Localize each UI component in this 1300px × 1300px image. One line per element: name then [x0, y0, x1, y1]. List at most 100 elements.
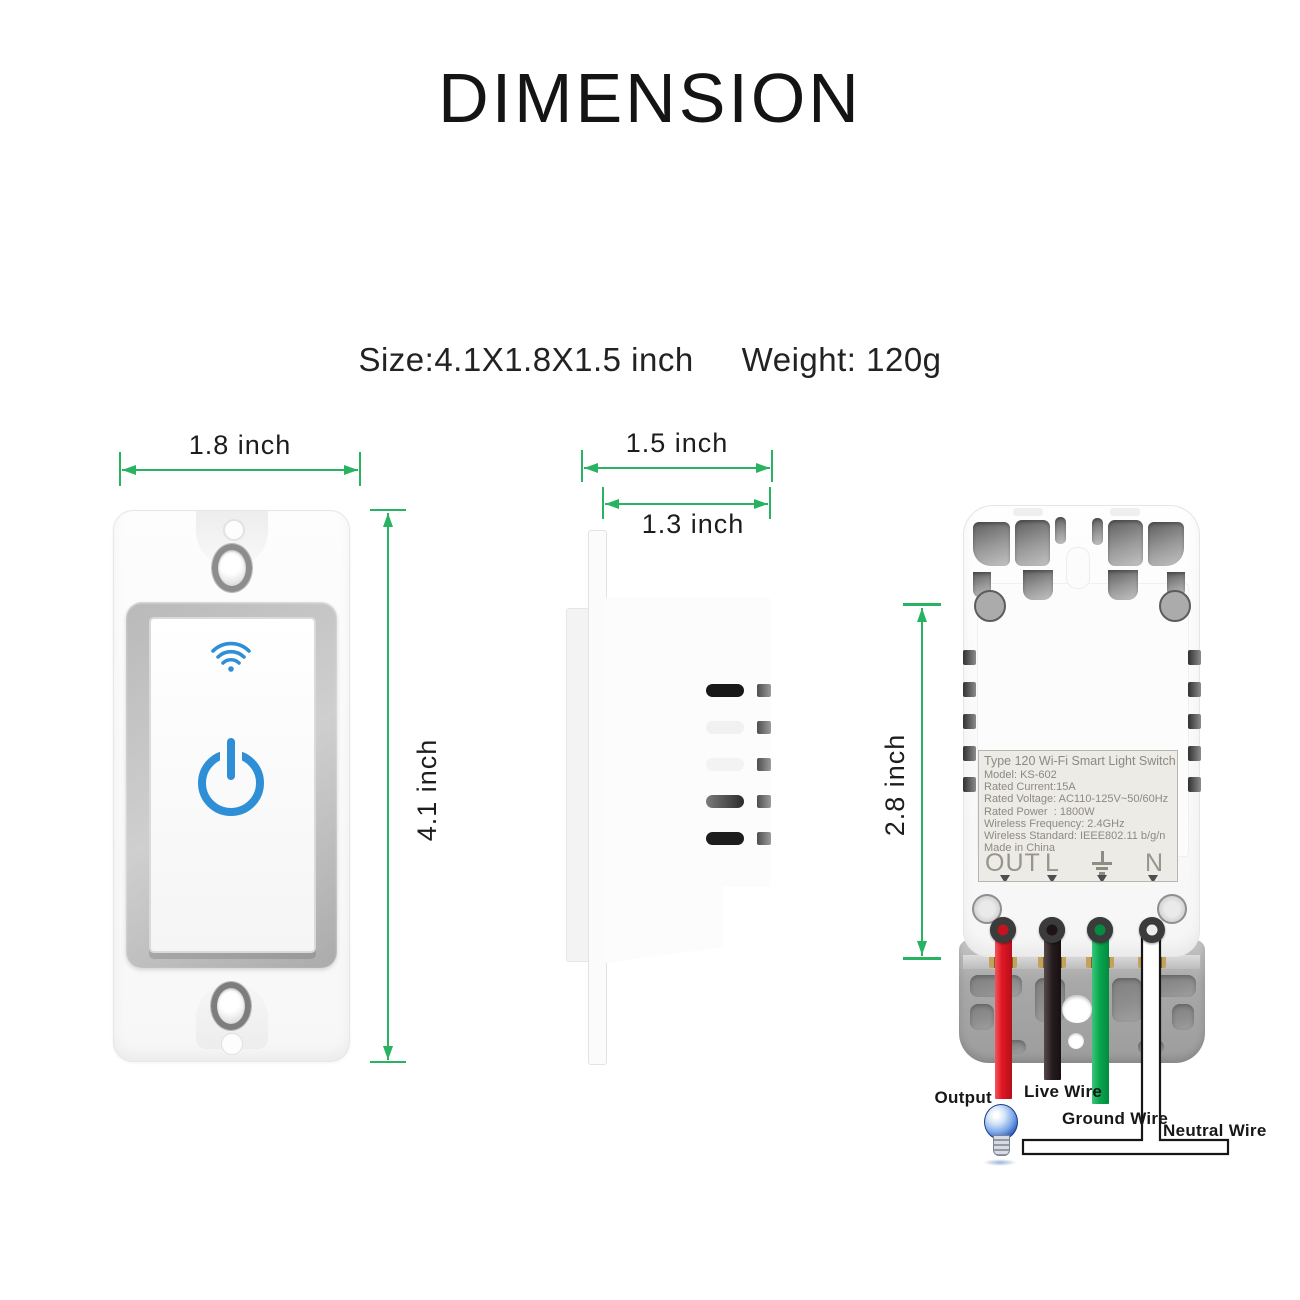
front-height-dimension-label: 4.1 inch	[412, 738, 442, 842]
back-vent-mark	[1188, 714, 1201, 729]
live-wire-label: Live Wire	[1024, 1082, 1103, 1101]
mounting-slot	[1055, 517, 1066, 544]
arrowhead-right-icon	[756, 463, 770, 473]
top-notch	[1013, 508, 1043, 516]
base-round-hole	[1068, 1033, 1084, 1049]
side-body-depth-dimension-label: 1.3 inch	[641, 509, 745, 539]
terminal-neutral	[1139, 917, 1165, 943]
arrowhead-right-icon	[754, 499, 768, 509]
mounting-cutout	[1148, 522, 1184, 566]
mounting-cutout	[1015, 520, 1050, 566]
base-pocket	[1112, 978, 1142, 1022]
dim-tick	[771, 450, 773, 482]
back-vent-mark	[963, 746, 976, 761]
back-vent-mark	[963, 682, 976, 697]
back-vent-mark	[963, 650, 976, 665]
light-bulb-base	[993, 1135, 1010, 1156]
mounting-cutout	[973, 522, 1010, 566]
side-depth-dimension-line	[584, 467, 770, 469]
side-inner-frame-edge	[566, 608, 590, 962]
dim-tick	[903, 957, 941, 960]
side-vent-slot	[706, 758, 744, 771]
power-icon	[198, 738, 264, 816]
terminal-marking-live: L	[1045, 849, 1060, 877]
mounting-slot	[1092, 518, 1103, 545]
back-top-left-screw	[974, 590, 1006, 622]
back-vent-mark	[1188, 682, 1201, 697]
size-weight-line: Size:4.1X1.8X1.5 inch Weight: 120g	[0, 341, 1300, 379]
front-top-screw-hole	[212, 544, 252, 592]
wifi-icon	[211, 641, 251, 672]
spec-line: Rated Voltage: AC110-125V~50/60Hz	[984, 793, 1169, 806]
spec-line: Wireless Standard: IEEE802.11 b/g/n	[984, 830, 1166, 843]
arrowhead-left-icon	[584, 463, 598, 473]
front-bottom-screw-hole	[211, 982, 251, 1030]
side-vent-mark	[757, 721, 771, 734]
terminal-arrow-icon	[1000, 875, 1010, 881]
back-bottom-right-screw	[1157, 894, 1187, 924]
terminal-arrow-icon	[1148, 875, 1158, 881]
size-text: Size:4.1X1.8X1.5 inch	[358, 341, 694, 378]
output-wire	[995, 936, 1012, 1099]
side-vent-slot	[706, 684, 744, 697]
dim-tick	[602, 487, 604, 519]
dim-tick	[119, 452, 121, 486]
back-vent-mark	[1188, 746, 1201, 761]
dim-tick	[769, 487, 771, 519]
neutral-wire	[1021, 934, 1230, 1156]
spec-line: Type 120 Wi-Fi Smart Light Switch	[984, 754, 1176, 768]
neutral-wire-label: Neutral Wire	[1163, 1121, 1267, 1140]
front-top-pilot-hole	[223, 519, 245, 541]
dim-tick	[581, 450, 583, 482]
dim-tick	[359, 452, 361, 486]
front-bottom-pilot-hole	[221, 1033, 243, 1055]
front-width-dimension-label: 1.8 inch	[188, 430, 292, 460]
spec-line: Wireless Frequency: 2.4GHz	[984, 817, 1125, 830]
side-vent-slot	[706, 795, 744, 808]
side-wall-plate-edge	[588, 530, 607, 1065]
terminal-arrow-icon	[1097, 875, 1107, 881]
arrowhead-up-icon	[383, 513, 393, 527]
side-vent-mark	[757, 758, 771, 771]
base-pocket	[1172, 1004, 1194, 1030]
base-pocket	[1152, 975, 1196, 997]
top-notch	[1110, 508, 1140, 516]
live-wire	[1044, 936, 1061, 1080]
terminal-out	[990, 917, 1016, 943]
side-body	[605, 598, 770, 963]
back-vent-mark	[1188, 650, 1201, 665]
side-vent-slot	[706, 721, 744, 734]
terminal-marking-neutral: N	[1145, 849, 1165, 877]
back-height-dimension-label: 2.8 inch	[880, 733, 910, 837]
arrowhead-down-icon	[383, 1046, 393, 1060]
dim-tick	[370, 1061, 406, 1063]
back-vent-mark	[963, 714, 976, 729]
side-vent-mark	[757, 795, 771, 808]
back-vent-mark	[963, 777, 976, 792]
terminal-arrow-icon	[1047, 875, 1057, 881]
front-width-dimension-line	[122, 469, 358, 471]
terminal-ground	[1087, 917, 1113, 943]
arrowhead-right-icon	[344, 465, 358, 475]
ground-symbol-icon	[1090, 851, 1114, 877]
arrowhead-left-icon	[122, 465, 136, 475]
arrowhead-up-icon	[917, 608, 927, 622]
weight-text: Weight: 120g	[741, 341, 942, 378]
arrowhead-left-icon	[605, 499, 619, 509]
side-vent-mark	[757, 684, 771, 697]
mounting-hook	[1023, 570, 1053, 600]
spec-label: Type 120 Wi-Fi Smart Light Switch Model:…	[978, 750, 1178, 882]
mounting-cutout	[1108, 520, 1143, 566]
light-bulb-shadow	[983, 1159, 1017, 1166]
output-wire-label: Output	[934, 1088, 992, 1107]
base-oval-hole	[1062, 995, 1092, 1023]
terminal-live	[1039, 917, 1065, 943]
spec-line: Rated Current:15A	[984, 781, 1076, 794]
center-oval-recess	[1066, 547, 1090, 589]
front-height-dimension-line	[387, 513, 389, 1060]
page-title: DIMENSION	[438, 59, 862, 137]
back-vent-mark	[1188, 777, 1201, 792]
mounting-hook	[1108, 570, 1138, 600]
arrowhead-down-icon	[917, 941, 927, 955]
